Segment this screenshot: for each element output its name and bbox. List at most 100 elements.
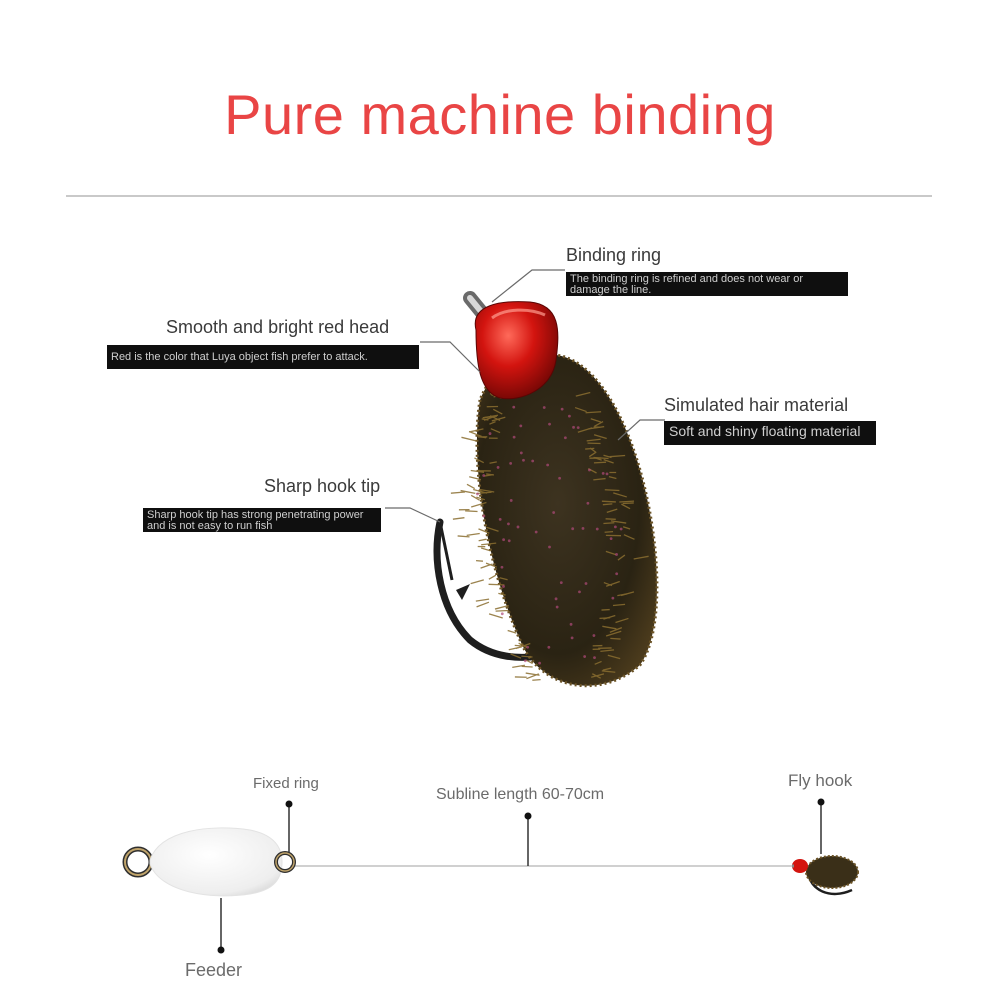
hair-sparkle	[509, 499, 513, 502]
hair-sparkle	[613, 525, 617, 529]
hair-strand	[617, 554, 626, 561]
hair-strand	[507, 629, 517, 634]
hair-sparkle	[512, 405, 516, 409]
hair-sparkle	[619, 527, 623, 531]
hair-strand	[588, 451, 596, 458]
hair-sparkle	[584, 582, 588, 585]
hair-sparkle	[488, 432, 492, 435]
hair-strand	[469, 428, 484, 433]
hair-sparkle	[502, 585, 505, 588]
hair-strand	[603, 458, 614, 464]
hair-strand	[586, 438, 601, 442]
hair-strand	[602, 625, 617, 630]
hair-strand	[485, 562, 498, 568]
hair-sparkle	[560, 407, 564, 411]
hair-strand	[498, 592, 506, 596]
hair-strand	[452, 517, 465, 520]
hair-strand	[488, 583, 505, 586]
hair-strand	[461, 436, 478, 442]
hair-sparkle	[542, 406, 546, 409]
hair-strand	[450, 491, 466, 494]
hair-strand	[594, 660, 602, 665]
hair-strand	[471, 501, 487, 508]
hair-strand	[518, 642, 528, 649]
hair-sparkle	[559, 581, 563, 585]
hair-strand	[605, 580, 620, 587]
hair-sparkle	[611, 596, 615, 600]
hair-strand	[594, 420, 604, 427]
hair-strand	[466, 532, 480, 537]
hair-strand	[609, 454, 626, 458]
hair-sparkle	[509, 461, 513, 465]
hair-sparkle	[568, 414, 571, 418]
hair-sparkle	[502, 538, 506, 542]
hair-strand	[593, 456, 609, 460]
hair-strand	[495, 609, 509, 612]
hair-sparkle	[593, 656, 596, 659]
hair-sparkle	[512, 435, 516, 439]
hair-strand	[593, 434, 607, 440]
feeder-icon	[149, 827, 283, 897]
hair-sparkle	[554, 597, 558, 601]
hair-strand	[603, 454, 612, 459]
hair-strand	[494, 604, 509, 610]
hair-strand	[478, 538, 487, 542]
hair-strand	[593, 461, 607, 464]
hair-material-description: Soft and shiny floating material	[664, 421, 876, 445]
hair-strand	[484, 474, 494, 477]
hair-strand	[489, 421, 496, 425]
hair-strand	[476, 491, 492, 495]
hair-strand	[491, 416, 506, 422]
hair-sparkle	[531, 459, 535, 463]
hair-strand	[602, 503, 613, 506]
hair-strand	[600, 649, 615, 653]
hair-material-label: Simulated hair material	[664, 395, 849, 415]
hair-strand	[460, 489, 476, 495]
hair-sparkle	[558, 476, 561, 480]
hair-sparkle	[546, 463, 550, 467]
hair-strand	[488, 613, 503, 619]
hair-sparkle	[572, 425, 575, 429]
hair-strand	[465, 510, 478, 513]
hair-sparkle	[552, 511, 556, 514]
hair-sparkle	[581, 527, 585, 530]
hair-strand	[480, 547, 491, 552]
hair-strand	[470, 494, 480, 501]
callout-lines	[385, 269, 665, 523]
hair-strand	[585, 447, 595, 450]
hair-strand	[615, 617, 629, 624]
hair-strand	[621, 503, 631, 510]
hair-sparkle	[578, 590, 581, 594]
hair-strand	[574, 406, 587, 413]
hair-strand	[489, 461, 497, 464]
hair-strand	[488, 574, 496, 580]
hair-sparkle	[476, 492, 479, 496]
hair-strand	[468, 430, 482, 438]
hair-strand	[525, 659, 533, 665]
hair-sparkle	[569, 622, 573, 626]
hair-strand	[590, 418, 602, 423]
hair-sparkle	[519, 424, 523, 428]
hair-strand	[601, 500, 616, 503]
hair-strand	[481, 542, 497, 546]
hair-strand	[478, 488, 495, 493]
hair-sparkle	[601, 472, 605, 475]
hair-sparkle	[595, 527, 599, 531]
hair-sparkle	[538, 661, 542, 665]
hair-strand	[619, 500, 635, 503]
hair-strand	[457, 535, 470, 538]
hair-sparkle	[576, 426, 580, 430]
hair-sparkle	[516, 525, 520, 529]
hair-strand	[475, 598, 490, 602]
hair-strand	[593, 477, 606, 481]
title-divider	[66, 195, 932, 197]
hair-strand	[622, 526, 631, 530]
hair-strand	[620, 591, 635, 597]
fly-hook-icon	[792, 855, 859, 896]
fly-hook-label: Fly hook	[788, 771, 853, 790]
rig-diagram	[122, 798, 859, 954]
hair-strand	[525, 672, 540, 676]
hair-strand	[466, 483, 476, 490]
hair-strand	[606, 508, 618, 514]
hair-strand	[607, 654, 621, 660]
